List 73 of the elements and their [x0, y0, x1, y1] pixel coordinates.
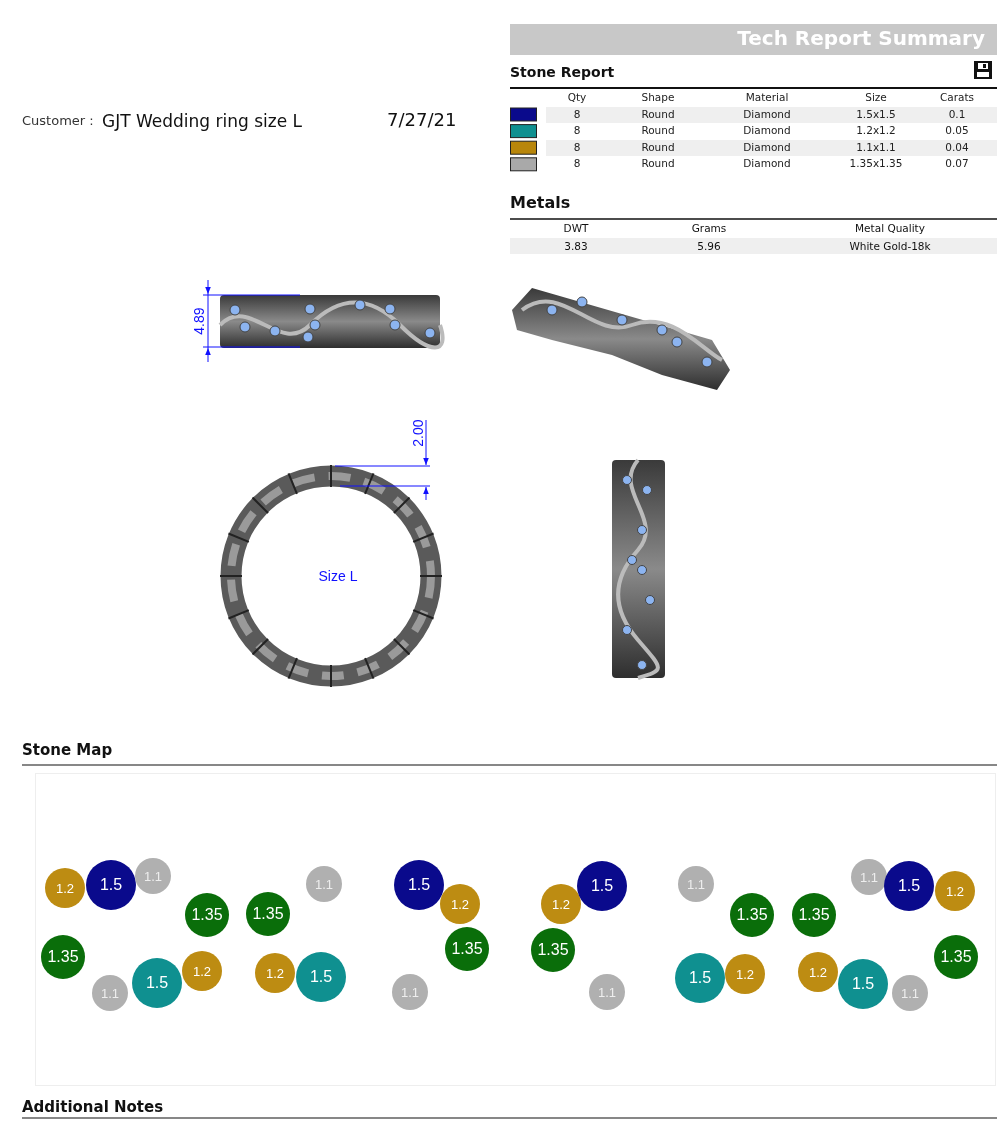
dimension-label: 2.00 — [409, 419, 427, 447]
table-value: Round — [641, 107, 675, 120]
stone-circle: 1.5 — [577, 861, 627, 911]
stone-circle: 1.35 — [246, 892, 290, 936]
section-heading: Stone Map — [22, 742, 113, 760]
table-value: 0.05 — [945, 124, 969, 137]
stone-circle: 1.5 — [838, 959, 888, 1009]
size-label: Size L — [318, 567, 358, 585]
stone-circle: 1.2 — [255, 953, 295, 993]
column-header: Metal Quality — [855, 221, 925, 235]
table-value: 0.1 — [948, 107, 966, 120]
table-value: 0.04 — [945, 140, 969, 153]
stone-circle: 1.2 — [45, 868, 85, 908]
table-value: 8 — [573, 157, 581, 170]
stone-circle: 1.1 — [851, 859, 887, 895]
table-value: 0.07 — [945, 157, 969, 170]
table-value: 1.5x1.5 — [856, 107, 896, 120]
table-value: 1.35x1.35 — [849, 157, 903, 170]
column-header: Material — [745, 90, 789, 104]
column-header: DWT — [563, 221, 589, 235]
stone-circle: 1.35 — [445, 927, 489, 971]
column-header: Carats — [939, 90, 975, 104]
stone-circle: 1.5 — [296, 952, 346, 1002]
stone-circle: 1.35 — [792, 893, 836, 937]
stone-circle: 1.35 — [934, 935, 978, 979]
stone-circle: 1.2 — [935, 871, 975, 911]
stone-circle: 1.2 — [541, 884, 581, 924]
stone-circle: 1.1 — [92, 975, 128, 1011]
column-header: Grams — [691, 221, 727, 235]
customer-value: GJT Wedding ring size L — [102, 112, 303, 132]
dimension-label: 4.89 — [190, 307, 208, 335]
stone-circle: 1.1 — [678, 866, 714, 902]
stone-circle: 1.1 — [306, 866, 342, 902]
table-value: Diamond — [743, 157, 791, 170]
stone-circle: 1.2 — [182, 951, 222, 991]
table-value: 8 — [573, 124, 581, 137]
table-value: 3.83 — [564, 239, 588, 253]
table-value: 8 — [573, 107, 581, 120]
stone-circle: 1.5 — [884, 861, 934, 911]
table-value: White Gold-18k — [849, 239, 931, 253]
stone-circle: 1.1 — [135, 858, 171, 894]
stone-circle: 1.5 — [675, 953, 725, 1003]
table-value: Diamond — [743, 107, 791, 120]
section-heading: Stone Report — [510, 63, 615, 81]
section-heading: Metals — [510, 193, 571, 213]
table-value: Diamond — [743, 140, 791, 153]
stone-circle: 1.35 — [730, 893, 774, 937]
date-text: 7/27/21 — [387, 109, 457, 131]
table-value: 1.1x1.1 — [856, 140, 896, 153]
stone-circle: 1.35 — [531, 928, 575, 972]
table-value: 8 — [573, 140, 581, 153]
table-value: Round — [641, 140, 675, 153]
column-header: Size — [865, 90, 887, 104]
stone-circle: 1.2 — [440, 884, 480, 924]
stone-circle: 1.5 — [394, 860, 444, 910]
stone-circle: 1.1 — [892, 975, 928, 1011]
stone-circle: 1.2 — [798, 952, 838, 992]
stone-circle: 1.35 — [185, 893, 229, 937]
stone-circle: 1.1 — [589, 974, 625, 1010]
section-heading: Additional Notes — [22, 1099, 164, 1117]
stone-circle: 1.5 — [132, 958, 182, 1008]
stone-circle: 1.2 — [725, 954, 765, 994]
table-value: 1.2x1.2 — [856, 124, 896, 137]
table-value: Round — [641, 124, 675, 137]
table-value: Diamond — [743, 124, 791, 137]
column-header: Qty — [567, 90, 587, 104]
column-header: Shape — [641, 90, 675, 104]
table-value: Round — [641, 157, 675, 170]
stone-circle: 1.1 — [392, 974, 428, 1010]
stone-circle: 1.35 — [41, 935, 85, 979]
field-label: Customer : — [22, 113, 94, 129]
table-value: 5.96 — [697, 239, 721, 253]
stone-circle: 1.5 — [86, 860, 136, 910]
